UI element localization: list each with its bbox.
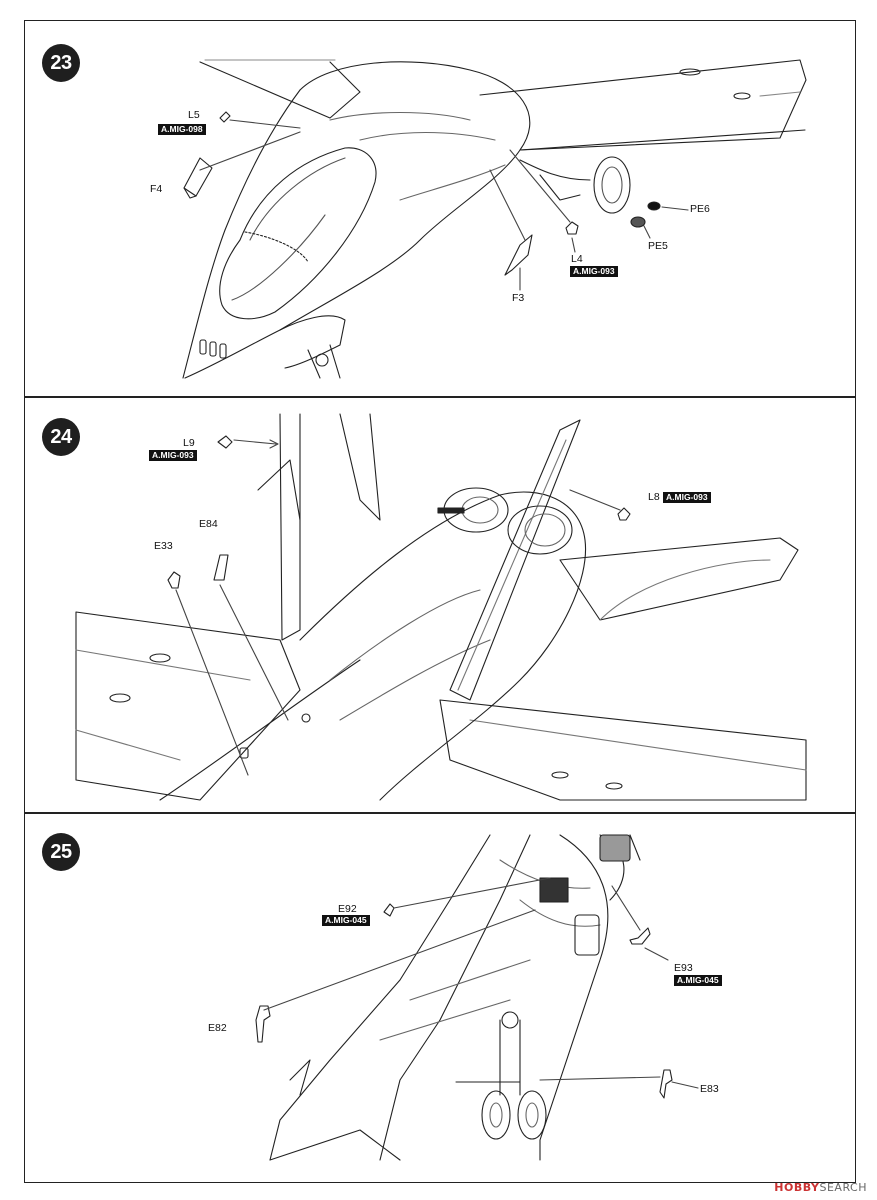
paint-code-l9: A.MIG-093: [149, 450, 197, 461]
callout-l4: L4: [571, 253, 583, 265]
paint-code-e92: A.MIG-045: [322, 915, 370, 926]
step-25-parts: [255, 877, 699, 1099]
callout-l9: L9: [183, 437, 195, 449]
step-25-panel: [24, 813, 856, 1183]
callout-f4: F4: [150, 183, 163, 195]
callout-l8: L8: [648, 491, 660, 503]
callout-pe5: PE5: [648, 240, 668, 252]
callout-e33: E33: [154, 540, 173, 552]
watermark-suffix: SEARCH: [819, 1181, 867, 1194]
callout-e92: E92: [338, 903, 357, 915]
watermark: HOBBYSEARCH: [774, 1181, 867, 1194]
paint-code-l4: A.MIG-093: [570, 266, 618, 277]
step-24-number: 24: [42, 418, 80, 456]
paint-code-l5: A.MIG-098: [158, 124, 206, 135]
callout-e83: E83: [700, 1083, 719, 1095]
step-24-parts: [167, 435, 631, 776]
step-23-number: 23: [42, 44, 80, 82]
step-23-panel: [24, 20, 856, 397]
step-23-parts: [183, 111, 689, 291]
step-24-aircraft-drawing: [75, 413, 807, 801]
step-23-aircraft-drawing: [182, 59, 807, 379]
paint-code-e93: A.MIG-045: [674, 975, 722, 986]
step-24-panel: [24, 397, 856, 813]
callout-pe6: PE6: [690, 203, 710, 215]
paint-code-l8: A.MIG-093: [663, 492, 711, 503]
callout-l5: L5: [188, 109, 200, 121]
step-25-aircraft-drawing: [269, 834, 641, 1161]
callout-e93: E93: [674, 962, 693, 974]
callout-e82: E82: [208, 1022, 227, 1034]
step-25-number: 25: [42, 833, 80, 871]
callout-f3: F3: [512, 292, 525, 304]
callout-e84: E84: [199, 518, 218, 530]
watermark-brand: HOBBY: [774, 1181, 820, 1194]
